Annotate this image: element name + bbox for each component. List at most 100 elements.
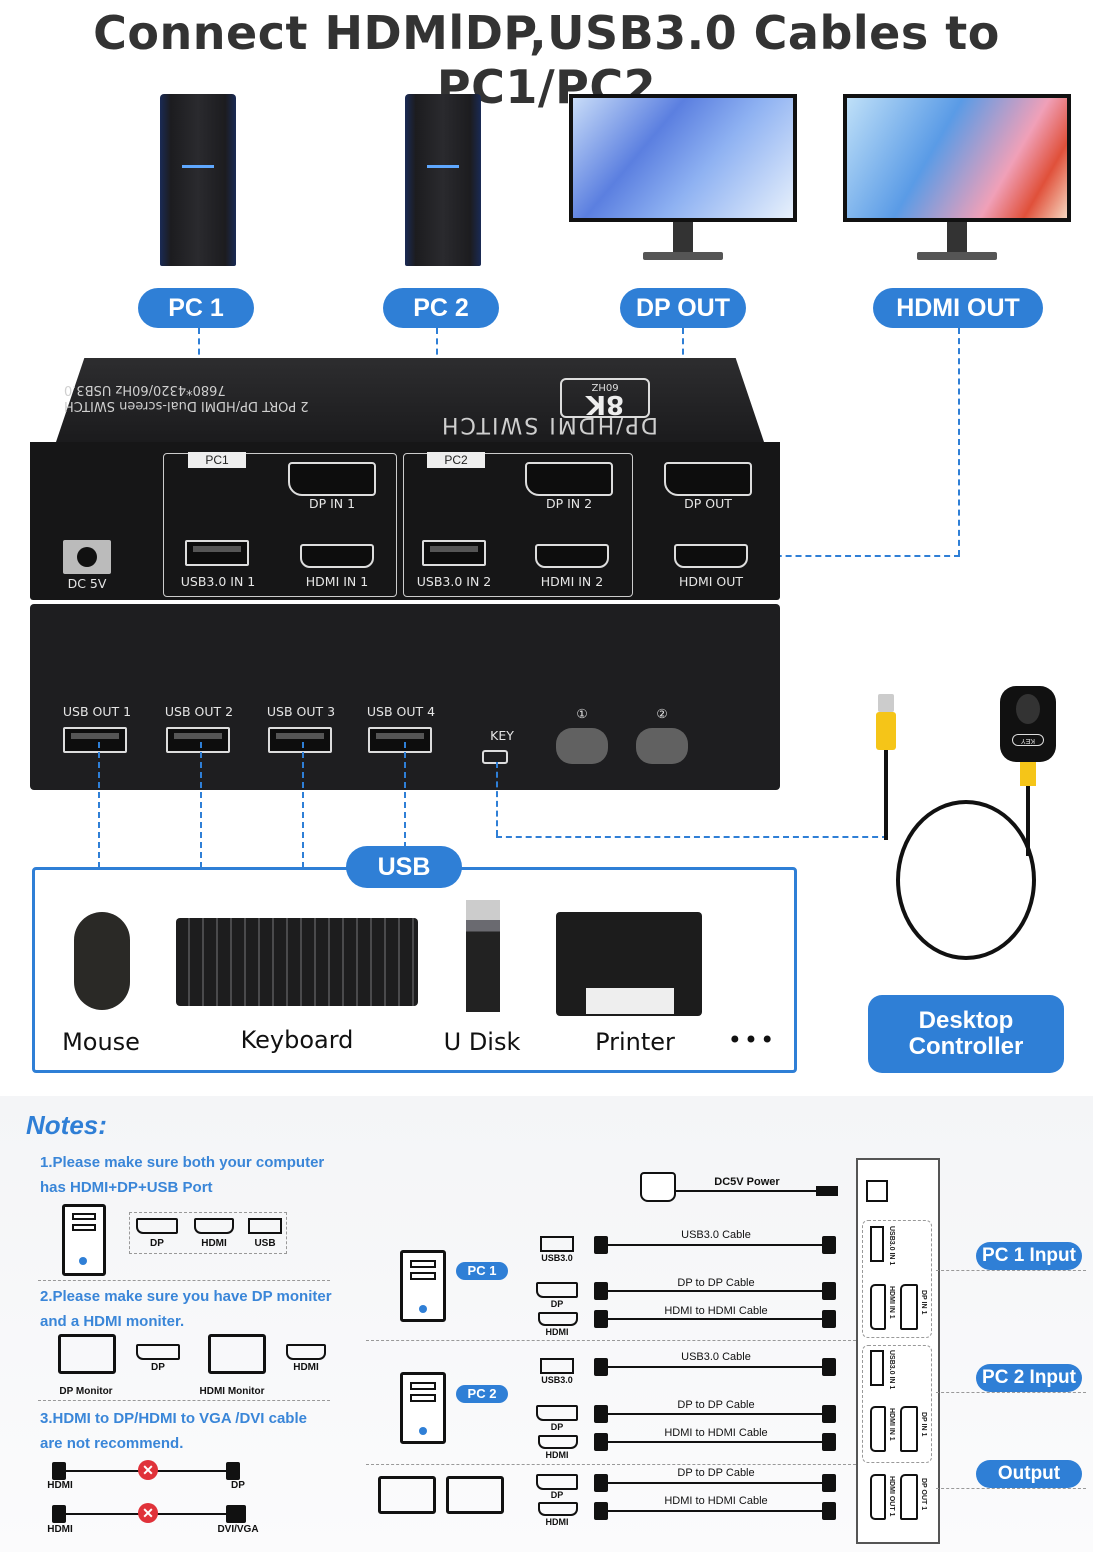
note-1-line-1: 1.Please make sure both your computer (40, 1154, 325, 1171)
connector-line (200, 742, 202, 868)
cable-loop (896, 800, 1036, 960)
dp-plug-icon (594, 1474, 608, 1492)
cable (608, 1290, 822, 1292)
hdmi-port-icon (194, 1218, 234, 1234)
desktop-controller-label-2: Controller (908, 1033, 1024, 1060)
required-ports-box (129, 1212, 287, 1254)
dc-power-jack (63, 540, 111, 574)
switch-button-1[interactable] (556, 728, 608, 764)
monitor-icon (569, 94, 797, 260)
pc-tower-icon (160, 94, 236, 266)
pc-tower-icon (400, 1372, 446, 1444)
desktop-controller-label-1: Desktop (918, 1007, 1014, 1034)
hdmi-out-pill: HDMI OUT (873, 288, 1043, 328)
plug-housing (1020, 762, 1036, 786)
pc2-pill: PC 2 (383, 288, 499, 328)
switch-button-2[interactable] (636, 728, 688, 764)
dp-port-icon (536, 1282, 578, 1298)
usb-in-1-port (185, 540, 249, 566)
hdmi-plug-icon (52, 1505, 66, 1523)
connector-line (98, 742, 100, 868)
power-adapter-icon (640, 1172, 676, 1202)
button-1-label: ① (576, 706, 588, 721)
usb-plug-icon (822, 1358, 836, 1376)
usb-cable-label: USB3.0 Cable (681, 1351, 751, 1363)
connector-line (496, 836, 888, 838)
dc-5v-label: DC 5V (67, 576, 107, 591)
cable (608, 1318, 822, 1320)
monitor-icon (446, 1476, 504, 1514)
switch-spec: 7680*4320/60Hz USB3.0 (64, 382, 226, 397)
dp-out-port (664, 462, 752, 496)
monitor-icon (378, 1476, 436, 1514)
pc-tower-icon (405, 94, 481, 266)
pc-tower-icon (400, 1250, 446, 1322)
dp-port-icon (136, 1218, 178, 1234)
hdmi-monitor-label: HDMI Monitor (199, 1386, 265, 1397)
not-recommended-x-icon: ✕ (138, 1503, 158, 1523)
cable (608, 1482, 822, 1484)
dp-plug-icon (822, 1474, 836, 1492)
pc2-wiring-pill: PC 2 (456, 1385, 508, 1403)
pc1-input-pill: PC 1 Input (976, 1242, 1082, 1270)
divider (936, 1392, 1086, 1393)
hdmi-monitor-icon (208, 1334, 266, 1374)
note-3-line-2: are not recommend. (40, 1435, 184, 1452)
usb-out-3-label: USB OUT 3 (266, 704, 336, 719)
divider (936, 1488, 1086, 1489)
hdmi-plug-icon (822, 1310, 836, 1328)
dp-cable-label: DP to DP Cable (677, 1467, 755, 1479)
hdmi-out-label: HDMI OUT (678, 574, 744, 589)
hdmi-label: HDMI (293, 1362, 319, 1373)
usb-cable-label: USB3.0 Cable (681, 1229, 751, 1241)
usb-plug-icon (594, 1358, 608, 1376)
usb-port-icon (540, 1358, 574, 1374)
dp-in-1-port (288, 462, 376, 496)
hdmi-in-2-port (535, 544, 609, 568)
cable (608, 1510, 822, 1512)
cable (608, 1244, 822, 1246)
divider (936, 1270, 1086, 1271)
cable-right-label: DVI/VGA (217, 1524, 259, 1535)
usb-in-2-label: USB3.0 IN 2 (416, 574, 492, 589)
hdmi-port-icon (538, 1502, 578, 1516)
usb-out-2-port (166, 727, 230, 753)
u-disk-label: U Disk (443, 1028, 521, 1056)
mouse-label: Mouse (62, 1028, 140, 1056)
dp-port-icon (900, 1474, 918, 1520)
dp-cable-label: DP to DP Cable (677, 1399, 755, 1411)
dp-label: DP (151, 1362, 165, 1373)
dp-port-label: DP (550, 1422, 564, 1432)
usb-port-label: USB3.0 (541, 1375, 573, 1385)
connector-line (404, 742, 406, 848)
usb-port-icon (540, 1236, 574, 1252)
usb-port-label: USB3.0 (541, 1253, 573, 1263)
side-usb-in-2-label: USB3.0 IN 1 (888, 1350, 895, 1390)
hdmi-in-2-label: HDMI IN 2 (540, 574, 604, 589)
dp-cable-label: DP to DP Cable (677, 1277, 755, 1289)
dp-monitor-icon (58, 1334, 116, 1374)
hdmi-cable-label: HDMI to HDMI Cable (664, 1495, 768, 1507)
badge-main: 8K (585, 389, 625, 419)
divider (366, 1340, 856, 1341)
usb-pill: USB (346, 846, 462, 888)
hdmi-port-label: HDMI (545, 1450, 569, 1460)
desktop-controller-device[interactable]: KEY (1000, 686, 1056, 762)
not-recommended-x-icon: ✕ (138, 1460, 158, 1480)
dp-plug-icon (822, 1405, 836, 1423)
u-disk-icon (466, 900, 500, 1012)
dp-monitor-label: DP Monitor (59, 1386, 113, 1397)
dp-out-pill: DP OUT (620, 288, 746, 328)
note-2-line-1: 2.Please make sure you have DP moniter (40, 1288, 332, 1305)
usb-port-label: USB (254, 1238, 276, 1249)
hdmi-in-1-port (300, 544, 374, 568)
usb-in-1-label: USB3.0 IN 1 (180, 574, 256, 589)
pc1-port-group (163, 453, 397, 597)
keyboard-label: Keyboard (240, 1026, 354, 1054)
page-title: Connect HDMlDP,USB3.0 Cables to PC1/PC2 (93, 6, 1000, 114)
micro-usb-plug-icon (878, 694, 894, 712)
hdmi-plug-icon (822, 1502, 836, 1520)
hdmi-port-label: HDMI (545, 1517, 569, 1527)
hdmi-plug-icon (594, 1502, 608, 1520)
hdmi-port-icon (870, 1406, 886, 1452)
